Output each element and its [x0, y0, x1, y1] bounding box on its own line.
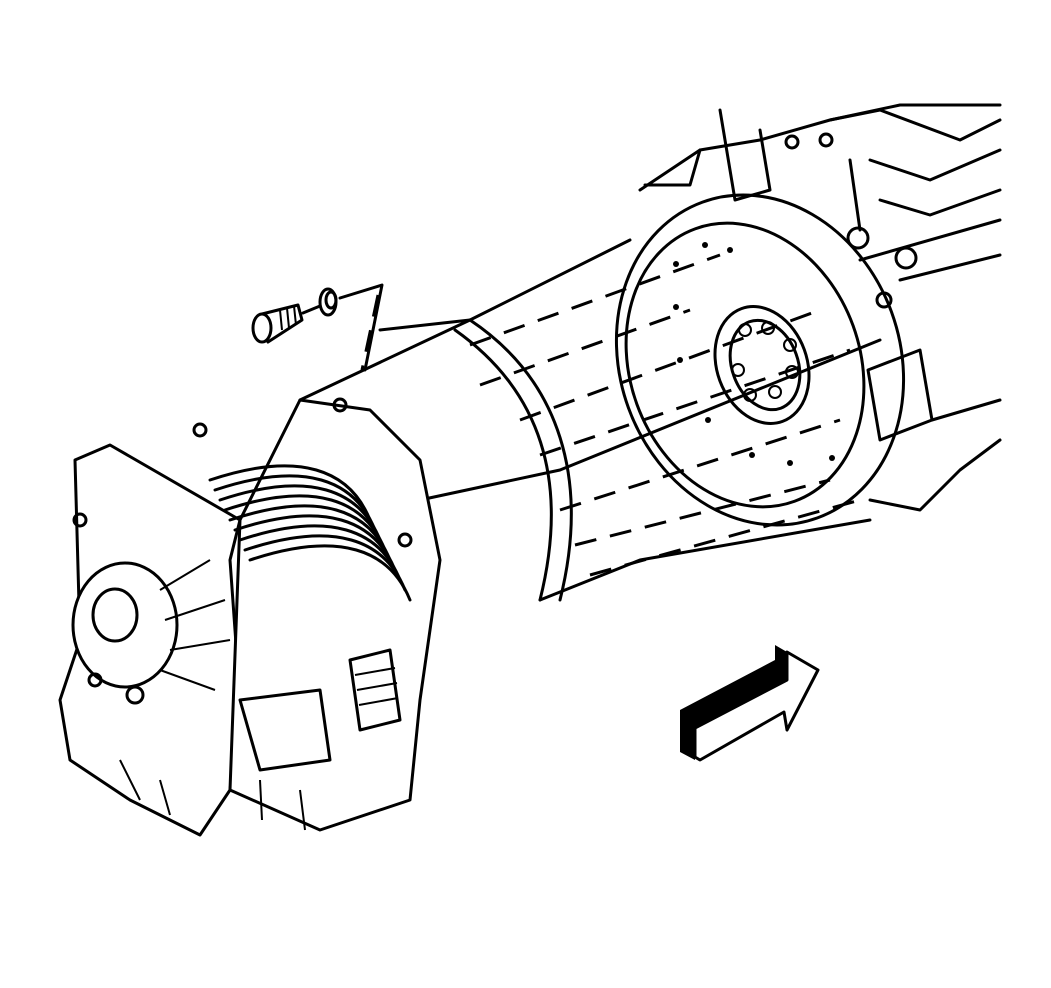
transmission	[58, 397, 442, 837]
bolt	[251, 303, 322, 344]
engine-block	[638, 103, 1002, 512]
direction-arrow-icon	[680, 645, 820, 762]
alignment-lines	[469, 253, 861, 577]
washer	[318, 283, 384, 372]
